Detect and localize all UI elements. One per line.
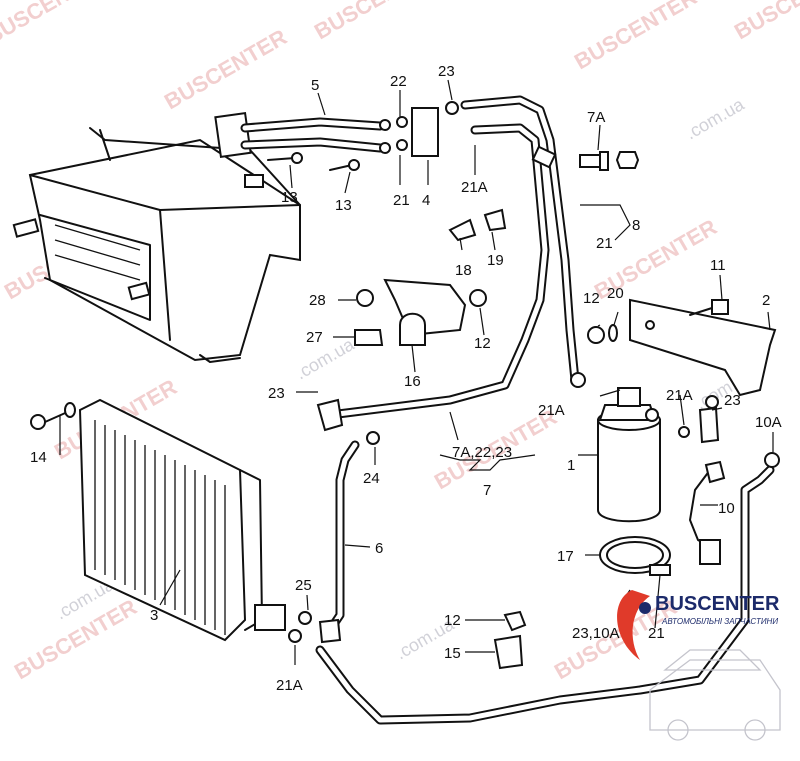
suction-pressure-lines-5 [214,111,391,159]
callout-17: 17 [557,548,574,565]
buscenter-logo: BUSCENTER АВТОМОБІЛЬНІ ЗАПЧАСТИНИ [617,590,781,741]
liquid-line-6 [288,431,780,725]
callout-13: 13 [281,189,298,206]
callout-11: 11 [710,257,726,274]
logo-swoosh-icon [617,590,650,660]
callout-22: 22 [390,73,407,90]
clip-15 [493,610,527,670]
callout-12: 12 [583,290,600,307]
callout-8: 8 [632,217,640,234]
callout-2: 2 [762,292,770,309]
callout-21: 21 [393,192,410,209]
expansion-valve-4 [396,101,459,157]
callout-3: 3 [150,607,158,624]
callout-12: 12 [444,612,461,629]
callout-27: 27 [306,329,323,346]
callout-6: 6 [375,540,383,557]
callout-19: 19 [487,252,504,269]
callout-21a: 21A [538,402,565,419]
callout-10a: 10A [755,414,782,431]
condenser-3 [30,398,286,642]
pressure-pipe-8 [316,95,586,432]
watermark-brand: BUSCENTER [0,0,112,49]
callout-12: 12 [474,335,491,352]
callout-23: 23 [724,392,741,409]
evaporator-housing [12,127,301,363]
callout-7a-22-23: 7A,22,23 [452,444,512,461]
callout-5: 5 [311,77,319,94]
pressure-switch-wire-10 [689,460,726,565]
callout-28: 28 [309,292,326,309]
callout-4: 4 [422,192,430,209]
callout-21a: 21A [666,387,693,404]
clips-18-19 [448,208,507,242]
callout-18: 18 [455,262,472,279]
watermark-brand: BUSCENTER [730,0,800,44]
callout-15: 15 [444,645,461,662]
callout-7: 7 [483,482,491,499]
watermark-brand: BUSCENTER [570,0,701,74]
callout-21a: 21A [461,179,488,196]
bolts-13 [267,152,360,171]
callout-23: 23 [268,385,285,402]
callout-24: 24 [363,470,380,487]
receiver-drier-1 [597,387,720,523]
callout-25: 25 [295,577,312,594]
logo-name: BUSCENTER [655,593,780,615]
callout-16: 16 [404,373,421,390]
watermark-domain: .com.ua [682,94,748,144]
leader-lines [59,79,774,665]
callout-10: 10 [718,500,735,517]
watermark-brand: BUSCENTER [160,24,291,114]
callout-labels: 5 22 23 21 4 21A 13 13 7A 8 21 18 19 28 … [30,63,782,694]
callout-13: 13 [335,197,352,214]
callout-23: 23 [438,63,455,80]
callout-23-10a: 23,10A [572,625,620,642]
bracket-2 [587,298,777,397]
callout-7a: 7A [587,109,605,126]
callout-21: 21 [648,625,665,642]
logo-tagline: АВТОМОБІЛЬНІ ЗАПЧАСТИНИ [661,617,778,626]
watermark-domain: .com.ua [292,334,358,384]
bracket-16 [354,278,487,346]
logo-dot-icon [639,602,651,614]
service-valve-7a [579,151,640,171]
callout-14: 14 [30,449,47,466]
callout-20: 20 [607,285,624,302]
watermark-brand: BUSCENTER [310,0,441,44]
callout-21: 21 [596,235,613,252]
callout-21a: 21A [276,677,303,694]
callout-1: 1 [567,457,575,474]
logo-bus-icon [649,659,781,731]
clamp-17 [599,536,671,576]
